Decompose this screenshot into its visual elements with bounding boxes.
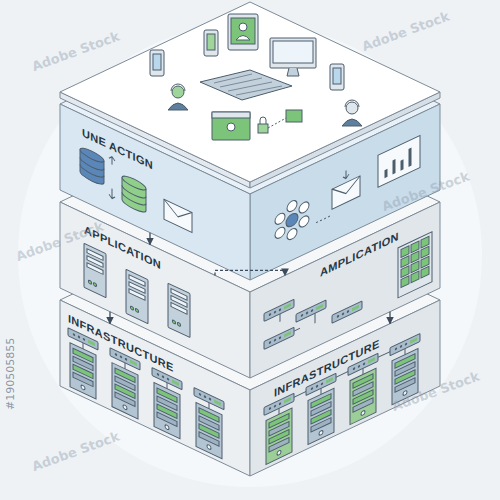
- headset-icon: [171, 84, 185, 91]
- hub-icon: [275, 193, 309, 247]
- database-icon: [80, 145, 104, 186]
- phone-screen: [153, 54, 161, 70]
- switch-icon: [332, 301, 362, 323]
- switch-icon: [264, 327, 294, 349]
- monitor-icon: [270, 38, 316, 68]
- user-icon: [227, 123, 235, 131]
- tablet-screen: [231, 18, 255, 44]
- server-rack: [112, 363, 138, 419]
- flow-arrow: [343, 169, 349, 180]
- server-rack: [70, 343, 96, 399]
- user-icon: [239, 23, 247, 31]
- user-icon: [168, 103, 188, 110]
- plate-top: [60, 2, 440, 182]
- switch-icon: [264, 393, 294, 415]
- lock-icon: [258, 124, 268, 133]
- flow-arrow: [215, 270, 285, 275]
- phone-screen: [207, 34, 215, 50]
- server-rack: [392, 348, 418, 404]
- layer-face: INFRASTRUCTURE: [60, 300, 250, 476]
- plate-side: [250, 92, 440, 188]
- browser-window: [212, 112, 250, 140]
- phone-screen: [333, 68, 341, 84]
- device-plate: [60, 2, 440, 188]
- user-icon: [342, 119, 362, 126]
- database-icon: [122, 173, 146, 214]
- server-rack: [154, 383, 180, 439]
- layer-face: INFRASTRUCTURE: [250, 300, 440, 476]
- card-icon: [286, 110, 302, 122]
- server-rack: [308, 388, 334, 444]
- monitor-stand: [287, 68, 299, 76]
- monitor-screen: [273, 41, 313, 63]
- flow-arrow: [389, 312, 390, 324]
- switch-icon: [68, 328, 98, 350]
- envelope-icon: [164, 199, 192, 232]
- switch-icon: [152, 368, 182, 390]
- switch-icon: [110, 348, 140, 370]
- server-tower: [168, 283, 190, 337]
- face-icons: [68, 328, 224, 460]
- devices: [150, 14, 362, 140]
- lock-icon: [260, 117, 266, 124]
- face-polygon: [60, 300, 250, 476]
- wire: [83, 343, 209, 409]
- server-rack: [266, 408, 292, 464]
- keyboard-keys: [214, 74, 282, 95]
- headset-icon: [345, 100, 359, 107]
- watermark: #190505855: [4, 338, 17, 410]
- user-icon: [172, 86, 184, 98]
- phone-icon: [150, 50, 164, 76]
- switch-icon: [194, 387, 224, 409]
- flow-arrows: [109, 155, 115, 200]
- watermark: Adobe Stock: [360, 9, 451, 54]
- server-tower: [126, 269, 148, 323]
- browser-bar: [212, 112, 250, 118]
- switch-icon: [264, 299, 294, 321]
- face-icons: [275, 135, 420, 247]
- chart-bars: [386, 148, 410, 177]
- wire: [279, 345, 405, 415]
- watermark: Adobe Stock: [30, 29, 121, 74]
- envelope-icon: [332, 176, 360, 209]
- wire: [268, 118, 286, 128]
- keyboard-icon: [200, 70, 292, 100]
- server-tower: [84, 243, 106, 297]
- flow-arrow: [109, 312, 110, 324]
- switch-icon: [348, 353, 378, 375]
- switch-icon: [296, 300, 326, 322]
- face-icons: [264, 232, 432, 362]
- user-icon: [236, 36, 250, 41]
- wire: [316, 216, 330, 223]
- face-icons: [84, 243, 190, 343]
- face-icons: [264, 333, 420, 465]
- server-rack: [350, 368, 376, 424]
- watermark: Adobe Stock: [380, 169, 471, 214]
- tablet-icon: [228, 14, 258, 50]
- phone-icon: [330, 64, 344, 90]
- switch-icon: [390, 333, 420, 355]
- flow-arrow: [149, 233, 150, 245]
- wire: [280, 297, 315, 340]
- face-icons: [80, 141, 192, 236]
- chart-window: [378, 135, 420, 187]
- grid-panel: [398, 232, 432, 298]
- switch-icon: [306, 373, 336, 395]
- user-icon: [346, 102, 358, 114]
- watermark: Adobe Stock: [30, 429, 121, 474]
- plate-side: [60, 92, 250, 188]
- face-polygon: [250, 300, 440, 476]
- server-rack: [196, 402, 222, 458]
- phone-icon: [204, 30, 218, 56]
